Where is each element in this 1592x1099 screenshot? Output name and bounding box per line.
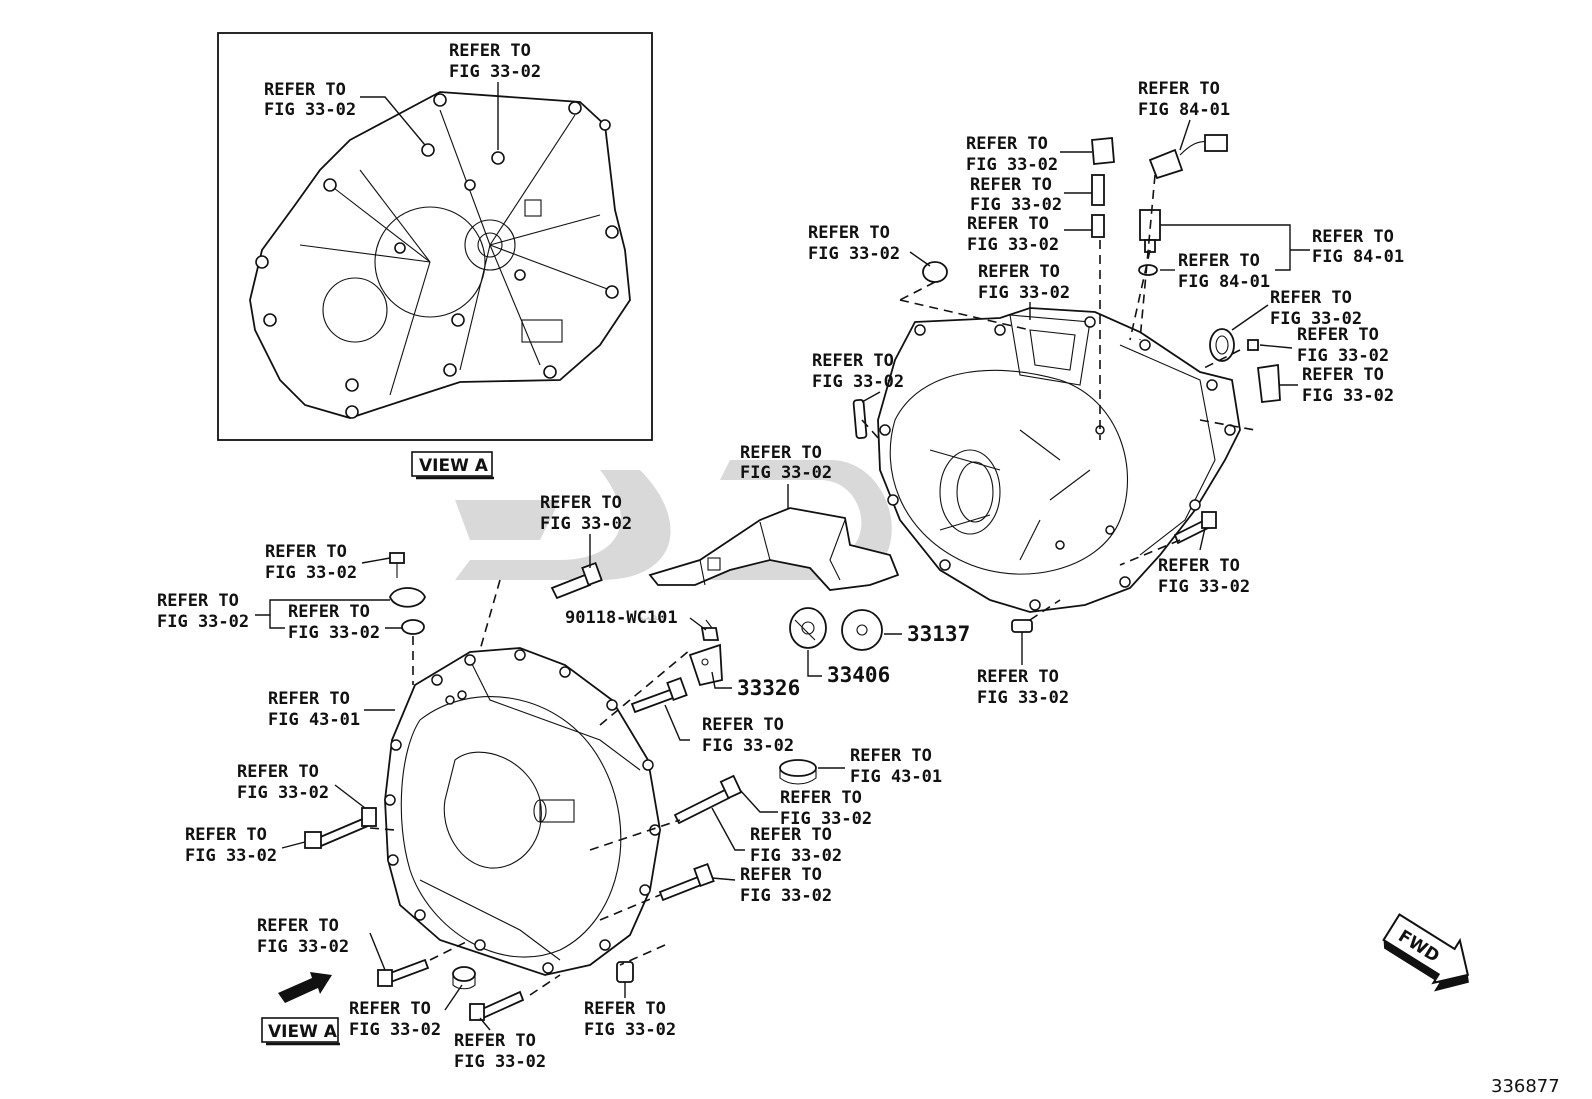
label-refer: REFER TO: [808, 223, 890, 243]
label-fig: FIG 33-02: [1297, 346, 1389, 366]
label-fig: FIG 33-02: [967, 235, 1059, 255]
label-refer: REFER TO: [237, 762, 319, 782]
label-fig: FIG 33-02: [288, 623, 380, 643]
label-refer: REFER TO: [1138, 79, 1220, 99]
fasteners: [304, 134, 1281, 1021]
view-a-label: VIEW A: [268, 1022, 338, 1042]
oil-guide: [648, 507, 900, 591]
transmission-case: [877, 307, 1241, 613]
label-fig: FIG 33-02: [750, 846, 842, 866]
label-refer: REFER TO: [1158, 556, 1240, 576]
label-fig: FIG 33-02: [540, 514, 632, 534]
bolt-90118: [700, 619, 720, 641]
part-number-33326: 33326: [737, 676, 800, 700]
label-fig: FIG 33-02: [157, 612, 249, 632]
view-a-label: VIEW A: [419, 456, 489, 476]
label-fig: FIG 33-02: [740, 463, 832, 483]
inset-bore-large: [322, 277, 388, 343]
label-refer: REFER TO: [850, 746, 932, 766]
part-number-33406: 33406: [827, 663, 890, 687]
label-fig: FIG 33-02: [1158, 577, 1250, 597]
label-refer: REFER TO: [288, 602, 370, 622]
label-fig: FIG 33-02: [265, 563, 357, 583]
view-a-arrow-icon: [278, 972, 332, 1003]
label-refer: REFER TO: [740, 443, 822, 463]
label-fig: FIG 33-02: [702, 736, 794, 756]
label-refer: REFER TO: [540, 493, 622, 513]
label-refer: REFER TO: [970, 175, 1052, 195]
case-bore: [939, 449, 1001, 535]
label-refer: REFER TO: [454, 1031, 536, 1051]
label-refer: REFER TO: [264, 80, 346, 100]
label-refer: REFER TO: [1297, 325, 1379, 345]
label-fig: FIG 33-02: [970, 195, 1062, 215]
label-refer: REFER TO: [584, 999, 666, 1019]
label-fig: FIG 33-02: [237, 783, 329, 803]
label-refer: REFER TO: [740, 865, 822, 885]
label-refer: REFER TO: [157, 591, 239, 611]
label-fig: FIG 33-02: [812, 372, 904, 392]
label-refer: REFER TO: [978, 262, 1060, 282]
label-fig: FIG 43-01: [850, 767, 942, 787]
label-refer: REFER TO: [750, 825, 832, 845]
washer-33406: [789, 607, 827, 649]
label-refer: REFER TO: [185, 825, 267, 845]
watermark-text: ليفت: [640, 612, 666, 623]
label-refer: REFER TO: [1312, 227, 1394, 247]
label-fig: FIG 33-02: [584, 1020, 676, 1040]
dashed-lines: [369, 174, 1256, 996]
label-fig: FIG 33-02: [808, 244, 900, 264]
diagram-number: 336877: [1491, 1076, 1560, 1097]
label-fig: FIG 84-01: [1138, 100, 1230, 120]
label-refer: REFER TO: [1270, 288, 1352, 308]
label-fig: FIG 33-02: [185, 846, 277, 866]
label-fig: FIG 84-01: [1178, 272, 1270, 292]
transaxle-housing: [384, 647, 661, 976]
label-refer: REFER TO: [265, 542, 347, 562]
label-refer: REFER TO: [349, 999, 431, 1019]
label-fig: FIG 84-01: [1312, 247, 1404, 267]
label-refer: REFER TO: [1178, 251, 1260, 271]
label-fig: FIG 33-02: [977, 688, 1069, 708]
view-a-inset: REFER TO FIG 33-02 REFER TO FIG 33-02: [217, 32, 653, 441]
label-fig: FIG 33-02: [740, 886, 832, 906]
label-fig: FIG 33-02: [1270, 309, 1362, 329]
housing-boss: [539, 799, 575, 823]
plate-33137: [841, 609, 883, 651]
label-fig: FIG 33-02: [449, 62, 541, 82]
label-refer: REFER TO: [977, 667, 1059, 687]
housing-body: [384, 647, 661, 976]
inset-frame: [217, 32, 653, 441]
part-number-90118: 90118-WC101: [565, 608, 678, 628]
inset-bore: [464, 219, 516, 271]
label-fig: FIG 33-02: [978, 283, 1070, 303]
label-refer: REFER TO: [780, 788, 862, 808]
view-a-caption-bottom: VIEW A: [261, 972, 340, 1046]
label-fig: FIG 33-02: [264, 100, 356, 120]
label-refer: REFER TO: [257, 916, 339, 936]
label-refer: REFER TO: [268, 689, 350, 709]
label-fig: FIG 33-02: [966, 155, 1058, 175]
fwd-arrow: FWD: [1382, 913, 1470, 992]
label-refer: REFER TO: [702, 715, 784, 735]
callouts: REFER TO FIG 84-01 REFER TO FIG 33-02 RE…: [157, 79, 1404, 1072]
label-refer: REFER TO: [812, 351, 894, 371]
label-fig: FIG 33-02: [349, 1020, 441, 1040]
label-fig: FIG 33-02: [1302, 386, 1394, 406]
label-fig: FIG 33-02: [780, 809, 872, 829]
case-body: [877, 307, 1241, 613]
label-refer: REFER TO: [966, 134, 1048, 154]
label-fig: FIG 33-02: [257, 937, 349, 957]
label-refer: REFER TO: [449, 41, 531, 61]
view-a-caption-top: VIEW A: [411, 451, 494, 480]
label-fig: FIG 43-01: [268, 710, 360, 730]
bracket-33326: [688, 643, 723, 687]
part-number-33137: 33137: [907, 622, 970, 646]
label-fig: FIG 33-02: [454, 1052, 546, 1072]
label-refer: REFER TO: [1302, 365, 1384, 385]
label-refer: REFER TO: [967, 214, 1049, 234]
inset-housing: [249, 91, 631, 419]
